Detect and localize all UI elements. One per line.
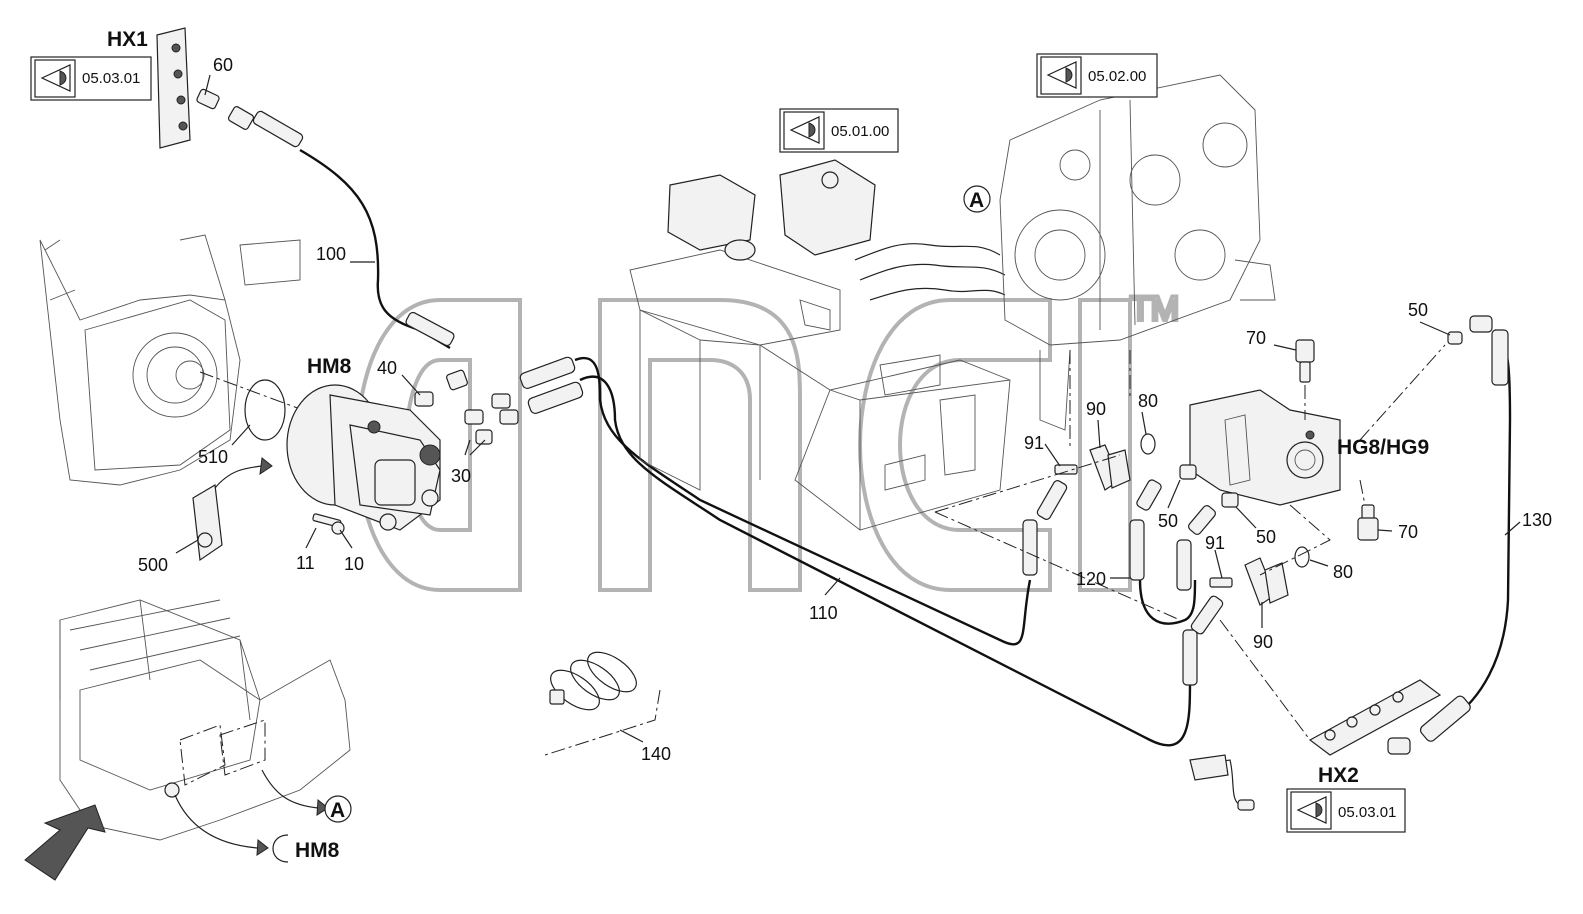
- hose-130-fittings: [1387, 315, 1509, 755]
- sensor-70-top: [1295, 339, 1315, 383]
- part-80-bottom: 80: [1333, 562, 1353, 582]
- part-130: 130: [1522, 510, 1552, 530]
- part-70-bottom: 70: [1398, 522, 1418, 542]
- label-hm8-ref: HM8: [295, 839, 340, 862]
- arrow-to-a: [261, 769, 319, 809]
- part-10: 10: [344, 554, 364, 574]
- pump-drive-housing: [39, 234, 301, 486]
- hydraulic-tank-frame: [629, 249, 1011, 531]
- view-ref-engine-label: 05.02.00: [1088, 68, 1146, 85]
- view-direction-arrow: [24, 804, 106, 881]
- part-80-top: 80: [1138, 391, 1158, 411]
- valve-block-05-01-00: [667, 159, 1006, 301]
- part-30: 30: [451, 466, 471, 486]
- part-91-bottom: 91: [1205, 533, 1225, 553]
- flange-90-top: [1054, 444, 1131, 491]
- part-510: 510: [198, 447, 228, 467]
- hx2-manifold: [1189, 679, 1442, 811]
- view-ref-hx1-label: 05.03.01: [82, 70, 140, 87]
- part-110: 110: [809, 603, 838, 623]
- bracket-500: [192, 484, 223, 562]
- arrow-500: [214, 465, 263, 489]
- view-ref-hx2[interactable]: 05.03.01: [1286, 788, 1406, 833]
- part-91-top: 91: [1024, 433, 1044, 453]
- view-ref-hx2-label: 05.03.01: [1338, 804, 1396, 821]
- guide-lines: [544, 344, 1446, 756]
- part-120: 120: [1076, 569, 1106, 589]
- part-100: 100: [316, 244, 346, 264]
- hose-110-fittings: [519, 356, 584, 414]
- label-hx2: HX2: [1318, 764, 1359, 787]
- engine-05-02-00: [999, 74, 1276, 431]
- flange-90-bottom: [1209, 557, 1289, 606]
- part-500: 500: [138, 555, 168, 575]
- hose-110b: [579, 375, 1192, 747]
- arrow-to-hm8-head: [256, 839, 269, 856]
- pump-hg8-hg9: [1189, 389, 1341, 506]
- label-hm8: HM8: [307, 355, 352, 378]
- watermark: TM: [355, 288, 1181, 592]
- marker-a-bottom-label: A: [330, 799, 345, 822]
- view-ref-main-label: 05.01.00: [831, 123, 889, 140]
- cable-ties-140: [549, 651, 637, 711]
- fitting-60: [196, 88, 220, 110]
- marker-a-bottom[interactable]: A: [324, 795, 352, 823]
- arrow-to-a-head: [316, 799, 329, 816]
- hose-110a: [574, 356, 1032, 646]
- o-ring-80-top: [1140, 433, 1156, 455]
- leader-lines: [175, 74, 1521, 743]
- part-11: 11: [296, 553, 315, 573]
- hose-130: [1449, 329, 1512, 721]
- motor-hm8: [286, 384, 441, 531]
- part-140: 140: [641, 744, 671, 764]
- hx1-manifold: [156, 27, 191, 149]
- o-ring-80-bottom: [1294, 546, 1310, 568]
- hose-91-fittings: [1022, 480, 1224, 686]
- label-hx1: HX1: [107, 28, 148, 51]
- hose-100-end-fittings: [227, 106, 468, 391]
- part-40: 40: [377, 358, 397, 378]
- marker-a-top[interactable]: A: [963, 185, 991, 213]
- view-ref-hx1[interactable]: 05.03.01: [30, 56, 152, 101]
- fittings-40-30: [414, 391, 519, 445]
- view-ref-engine[interactable]: 05.02.00: [1036, 53, 1158, 98]
- part-70-top: 70: [1246, 328, 1266, 348]
- hose-120: [1138, 579, 1197, 625]
- marker-a-top-label: A: [969, 189, 984, 212]
- sensor-70-bottom: [1357, 504, 1379, 541]
- paver-overview-inset: [59, 599, 351, 841]
- centerline-sensor: [1304, 385, 1366, 506]
- part-90-top: 90: [1086, 399, 1106, 419]
- fittings-50: [1179, 331, 1463, 508]
- centerline-pump: [199, 371, 331, 421]
- hose-100: [299, 148, 451, 350]
- part-50-right: 50: [1408, 300, 1428, 320]
- arrow-500-head: [259, 457, 273, 476]
- view-ref-main[interactable]: 05.01.00: [779, 108, 899, 153]
- part-50-low: 50: [1256, 527, 1276, 547]
- hm8-ref-bracket: [272, 834, 289, 863]
- label-hg8-hg9: HG8/HG9: [1337, 436, 1429, 459]
- watermark-tm: TM: [1130, 290, 1179, 328]
- arrow-to-hm8: [174, 794, 259, 849]
- hose-120-fittings: [1129, 479, 1216, 591]
- centerline-engine-to-pump: [1069, 350, 1131, 450]
- bolt-11: [312, 513, 345, 535]
- part-50-mid: 50: [1158, 511, 1178, 531]
- part-90-bottom: 90: [1253, 632, 1273, 652]
- part-60: 60: [213, 55, 233, 75]
- o-ring-510: [244, 379, 286, 441]
